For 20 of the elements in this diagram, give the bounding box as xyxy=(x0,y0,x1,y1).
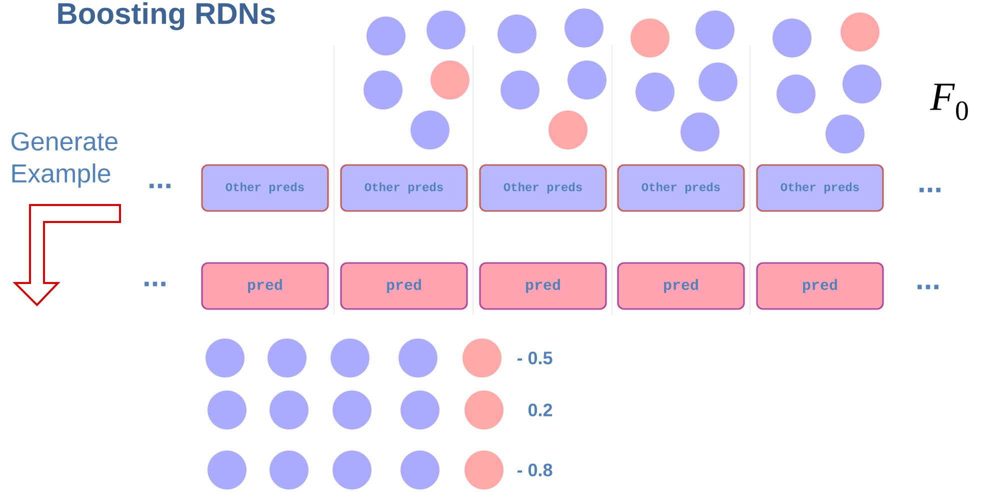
predicate-box: pred xyxy=(617,262,745,310)
value-label: - 0.8 xyxy=(518,464,552,476)
predicate-box: Other preds xyxy=(756,164,884,212)
ellipsis: ... xyxy=(920,188,940,192)
predicate-box: pred xyxy=(479,262,607,310)
ellipsis: ... xyxy=(144,282,166,286)
formula-label: F$_{0}$ xyxy=(930,84,968,120)
ellipsis: ... xyxy=(150,184,170,188)
title: Boosting RDNs xyxy=(58,2,275,30)
predicate-box: Other preds xyxy=(617,164,745,212)
predicate-box: Other preds xyxy=(201,164,329,212)
value-label: 0.2 xyxy=(528,404,552,416)
predicate-box: Other preds xyxy=(479,164,607,212)
predicate-box: pred xyxy=(756,262,884,310)
step-label: Generate Example xyxy=(12,132,118,188)
predicate-box: Other preds xyxy=(340,164,468,212)
value-label: - 0.5 xyxy=(518,352,552,364)
predicate-box: pred xyxy=(201,262,329,310)
ellipsis: ... xyxy=(918,284,938,290)
predicate-box: pred xyxy=(340,262,468,310)
